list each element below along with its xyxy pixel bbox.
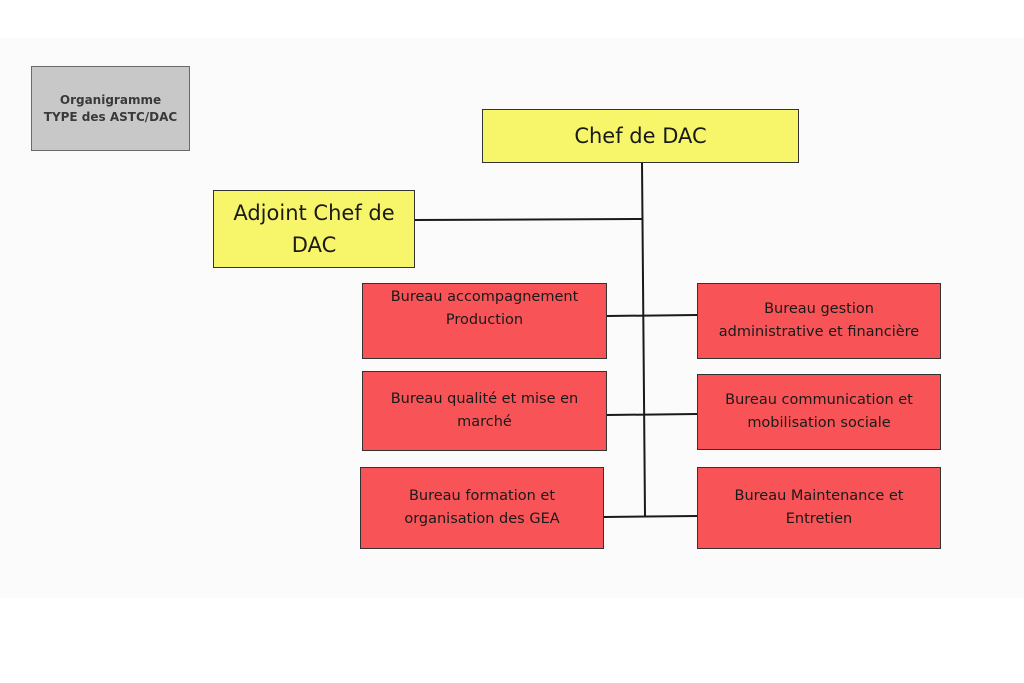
deputy-connector [414, 218, 643, 221]
bureau-label: Bureau qualité et mise en marché [390, 391, 579, 430]
bureau-node-training: Bureau formation et organisation des GEA [360, 467, 604, 549]
bureau-node-quality: Bureau qualité et mise en marché [362, 371, 607, 451]
bureau-node-communication: Bureau communication et mobilisation soc… [697, 374, 941, 450]
deputy-node: Adjoint Chef de DAC [213, 190, 415, 268]
row2-connector [606, 413, 698, 416]
bureau-label: Bureau Maintenance et Entretien [734, 488, 904, 527]
bureau-label: Bureau communication et mobilisation soc… [725, 392, 913, 431]
row1-connector [606, 314, 698, 317]
bureau-label: Bureau formation et organisation des GEA [404, 488, 560, 527]
bureau-label: Bureau gestion administrative et financi… [718, 301, 920, 340]
bureau-node-maintenance: Bureau Maintenance et Entretien [697, 467, 941, 549]
head-label: Chef de DAC [574, 124, 707, 148]
chart-title-box: Organigramme TYPE des ASTC/DAC [31, 66, 190, 151]
chart-title: Organigramme TYPE des ASTC/DAC [43, 92, 178, 124]
bureau-node-administration: Bureau gestion administrative et financi… [697, 283, 941, 359]
trunk-line [641, 162, 646, 517]
head-node: Chef de DAC [482, 109, 799, 163]
bureau-label: Bureau accompagnement Production [390, 289, 579, 328]
bureau-node-production: Bureau accompagnement Production [362, 283, 607, 359]
deputy-label: Adjoint Chef de DAC [233, 201, 395, 257]
row3-connector [603, 515, 698, 518]
